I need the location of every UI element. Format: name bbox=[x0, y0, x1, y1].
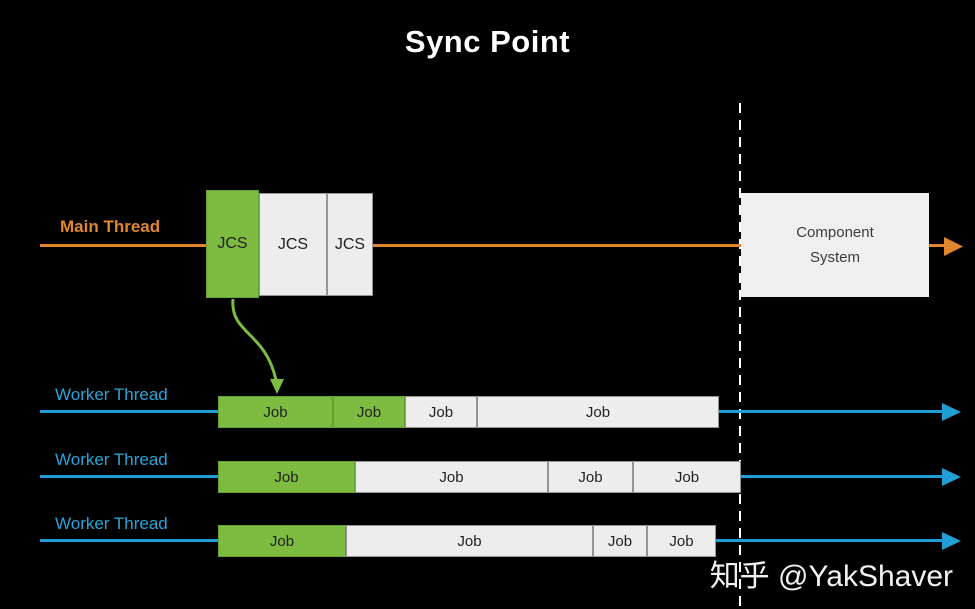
job-block: Job bbox=[218, 525, 346, 557]
worker-thread-label: Worker Thread bbox=[55, 514, 168, 533]
component-system-box: Component System bbox=[741, 193, 929, 297]
jcs-to-job-arrowhead-icon bbox=[270, 379, 284, 394]
diagram-title: Sync Point bbox=[404, 24, 571, 59]
job-block-label: Job bbox=[274, 468, 299, 486]
job-block: Job bbox=[633, 461, 741, 493]
job-block-label: Job bbox=[578, 468, 603, 486]
jcs-block-label: JCS bbox=[334, 235, 366, 253]
job-block-label: Job bbox=[269, 532, 295, 550]
job-block: Job bbox=[218, 396, 333, 428]
job-block: Job bbox=[333, 396, 405, 428]
job-block-label: Job bbox=[607, 532, 633, 550]
job-block-label: Job bbox=[669, 532, 694, 550]
main-thread-label: Main Thread bbox=[60, 217, 161, 236]
job-block-label: Job bbox=[439, 468, 464, 486]
worker-thread-1-arrowhead-icon bbox=[942, 403, 961, 421]
job-block: Job bbox=[405, 396, 477, 428]
job-block: Job bbox=[218, 461, 355, 493]
job-block-label: Job bbox=[457, 532, 482, 550]
worker-thread-label: Worker Thread bbox=[55, 450, 168, 469]
main-thread-line bbox=[40, 244, 946, 247]
component-system-label-line1: Component bbox=[796, 224, 874, 241]
job-block: Job bbox=[355, 461, 548, 493]
job-block-label: Job bbox=[674, 468, 700, 486]
job-block: Job bbox=[647, 525, 716, 557]
job-block: Job bbox=[477, 396, 719, 428]
jcs-block: JCS bbox=[206, 190, 259, 298]
jcs-block: JCS bbox=[327, 193, 373, 296]
job-block: Job bbox=[593, 525, 647, 557]
job-block-label: Job bbox=[585, 403, 611, 421]
worker-thread-3-arrowhead-icon bbox=[942, 532, 961, 550]
jcs-to-job-arrow bbox=[231, 298, 278, 381]
worker-thread-2-arrowhead-icon bbox=[942, 468, 961, 486]
job-block-label: Job bbox=[263, 403, 288, 421]
job-block: Job bbox=[548, 461, 633, 493]
main-thread-arrowhead-icon bbox=[944, 237, 963, 256]
job-block-label: Job bbox=[428, 403, 454, 421]
jcs-block: JCS bbox=[259, 193, 327, 296]
job-block-label: Job bbox=[356, 403, 382, 421]
watermark: 知乎 @YakShaver bbox=[709, 560, 953, 593]
job-block: Job bbox=[346, 525, 593, 557]
component-system-label-line2: System bbox=[809, 249, 860, 266]
worker-thread-label: Worker Thread bbox=[55, 385, 168, 404]
jcs-block-label: JCS bbox=[217, 235, 248, 252]
jcs-block-label: JCS bbox=[277, 235, 309, 253]
